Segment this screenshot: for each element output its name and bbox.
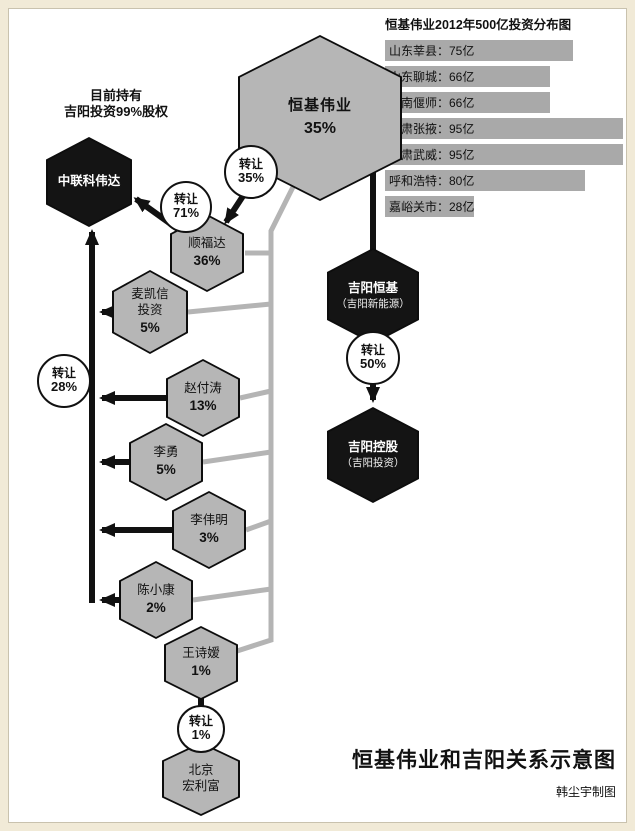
transfer-percent: 1% — [191, 727, 211, 743]
bar: 呼和浩特：80亿 — [385, 170, 585, 191]
node-name: 中联科伟达 — [57, 174, 121, 189]
hexagon-face: 中联科伟达 — [48, 139, 130, 225]
node-name: 顺福达 — [188, 236, 226, 251]
bar: 甘肃张掖：95亿 — [385, 118, 623, 139]
bar-label: 河南偃师：66亿 — [389, 96, 475, 110]
transfer-badge-35: 转让 35% — [224, 145, 278, 199]
bar: 嘉峪关市：28亿 — [385, 196, 475, 217]
hexagon-face: 北京 宏利富 — [164, 744, 238, 814]
ownership-note: 目前持有 吉阳投资99%股权 — [36, 88, 196, 121]
transfer-badge-28: 转让 28% — [37, 354, 91, 408]
node-maikaixin-touzi: 麦凯信 投资 5% — [112, 270, 188, 354]
diagram-title: 恒基伟业和吉阳关系示意图 — [352, 749, 616, 772]
chart-title: 恒基伟业2012年500亿投资分布图 — [385, 18, 572, 32]
bar: 甘肃武威：95亿 — [385, 144, 623, 165]
node-name: 王诗嫒 — [182, 646, 220, 661]
node-name: 麦凯信 投资 — [131, 287, 169, 318]
transfer-label: 转让 — [238, 156, 263, 171]
node-name: 赵付涛 — [184, 381, 222, 396]
bar: 山东莘县：75亿 — [385, 40, 573, 61]
transfer-badge-71: 转让 71% — [160, 181, 212, 233]
node-percent: 5% — [156, 461, 176, 477]
node-percent: 35% — [303, 120, 337, 138]
node-percent: 2% — [146, 599, 166, 615]
node-name: 陈小康 — [137, 583, 175, 598]
node-percent: 13% — [189, 397, 217, 413]
footer: 恒基伟业和吉阳关系示意图 韩尘宇制图 — [280, 744, 616, 800]
bar-label: 山东聊城：66亿 — [389, 70, 475, 84]
node-wangshiyuan: 王诗嫒 1% — [164, 626, 238, 700]
transfer-percent: 71% — [172, 205, 200, 221]
transfer-percent: 35% — [237, 170, 265, 186]
bar-row: 甘肃张掖：95亿 — [385, 118, 625, 144]
node-percent: 3% — [199, 529, 219, 545]
bar-row: 山东聊城：66亿 — [385, 66, 625, 92]
node-percent: 5% — [140, 319, 160, 335]
bar-label: 嘉峪关市：28亿 — [389, 200, 475, 214]
bar-label: 甘肃武威：95亿 — [389, 148, 475, 162]
bar-row: 嘉峪关市：28亿 — [385, 196, 625, 222]
bar: 河南偃师：66亿 — [385, 92, 550, 113]
node-name: 吉阳恒基 — [347, 280, 398, 295]
chart-rows: 山东莘县：75亿山东聊城：66亿河南偃师：66亿甘肃张掖：95亿甘肃武威：95亿… — [385, 40, 625, 222]
hexagon-face: 李勇 5% — [131, 425, 201, 499]
node-jiyang-hengji: 吉阳恒基 （吉阳新能源） — [327, 248, 419, 344]
investment-bar-chart: 恒基伟业2012年500亿投资分布图 山东莘县：75亿山东聊城：66亿河南偃师：… — [385, 14, 625, 222]
bar-row: 甘肃武威：95亿 — [385, 144, 625, 170]
transfer-label: 转让 — [51, 365, 76, 380]
node-percent: 36% — [193, 252, 221, 268]
bar-label: 甘肃张掖：95亿 — [389, 122, 475, 136]
node-shunfuda: 顺福达 36% — [170, 214, 244, 292]
node-percent: 1% — [191, 662, 211, 678]
node-name: 吉阳控股 — [347, 439, 398, 454]
node-name: 北京 宏利富 — [182, 763, 220, 793]
node-alias: （吉阳新能源） — [336, 298, 410, 311]
hexagon-face: 麦凯信 投资 5% — [114, 272, 186, 352]
node-name: 李伟明 — [190, 513, 228, 528]
node-chenxiaokang: 陈小康 2% — [119, 561, 193, 639]
bar-label: 呼和浩特：80亿 — [389, 174, 475, 188]
transfer-percent: 50% — [359, 356, 387, 372]
transfer-label: 转让 — [173, 191, 198, 206]
transfer-badge-50: 转让 50% — [346, 331, 400, 385]
node-zhaofutao: 赵付涛 13% — [166, 359, 240, 437]
bar-row: 山东莘县：75亿 — [385, 40, 625, 66]
hexagon-face: 赵付涛 13% — [168, 361, 238, 435]
hexagon-face: 吉阳控股 （吉阳投资） — [329, 409, 417, 501]
bar-label: 山东莘县：75亿 — [389, 44, 475, 58]
hexagon-face: 王诗嫒 1% — [166, 628, 236, 698]
hexagon-face: 吉阳恒基 （吉阳新能源） — [329, 250, 417, 342]
node-beijing-honglifu: 北京 宏利富 — [162, 742, 240, 816]
ownership-note-line2: 吉阳投资99%股权 — [63, 104, 169, 120]
node-jiyang-kongu: 吉阳控股 （吉阳投资） — [327, 407, 419, 503]
bar-row: 河南偃师：66亿 — [385, 92, 625, 118]
transfer-percent: 28% — [50, 379, 78, 395]
node-liyong: 李勇 5% — [129, 423, 203, 501]
transfer-label: 转让 — [360, 342, 385, 357]
bar-row: 呼和浩特：80亿 — [385, 170, 625, 196]
node-zhonglian-keweida: 中联科伟达 — [46, 137, 132, 227]
node-name: 恒基伟业 — [287, 96, 352, 114]
transfer-badge-1: 转让 1% — [177, 705, 225, 753]
node-alias: （吉阳投资） — [341, 457, 405, 470]
transfer-label: 转让 — [188, 713, 213, 728]
credit-line: 韩尘宇制图 — [555, 785, 616, 799]
bar: 山东聊城：66亿 — [385, 66, 550, 87]
ownership-note-line1: 目前持有 — [89, 88, 142, 103]
node-name: 李勇 — [153, 445, 179, 460]
gray-connectors — [187, 185, 296, 655]
node-liweiming: 李伟明 3% — [172, 491, 246, 569]
